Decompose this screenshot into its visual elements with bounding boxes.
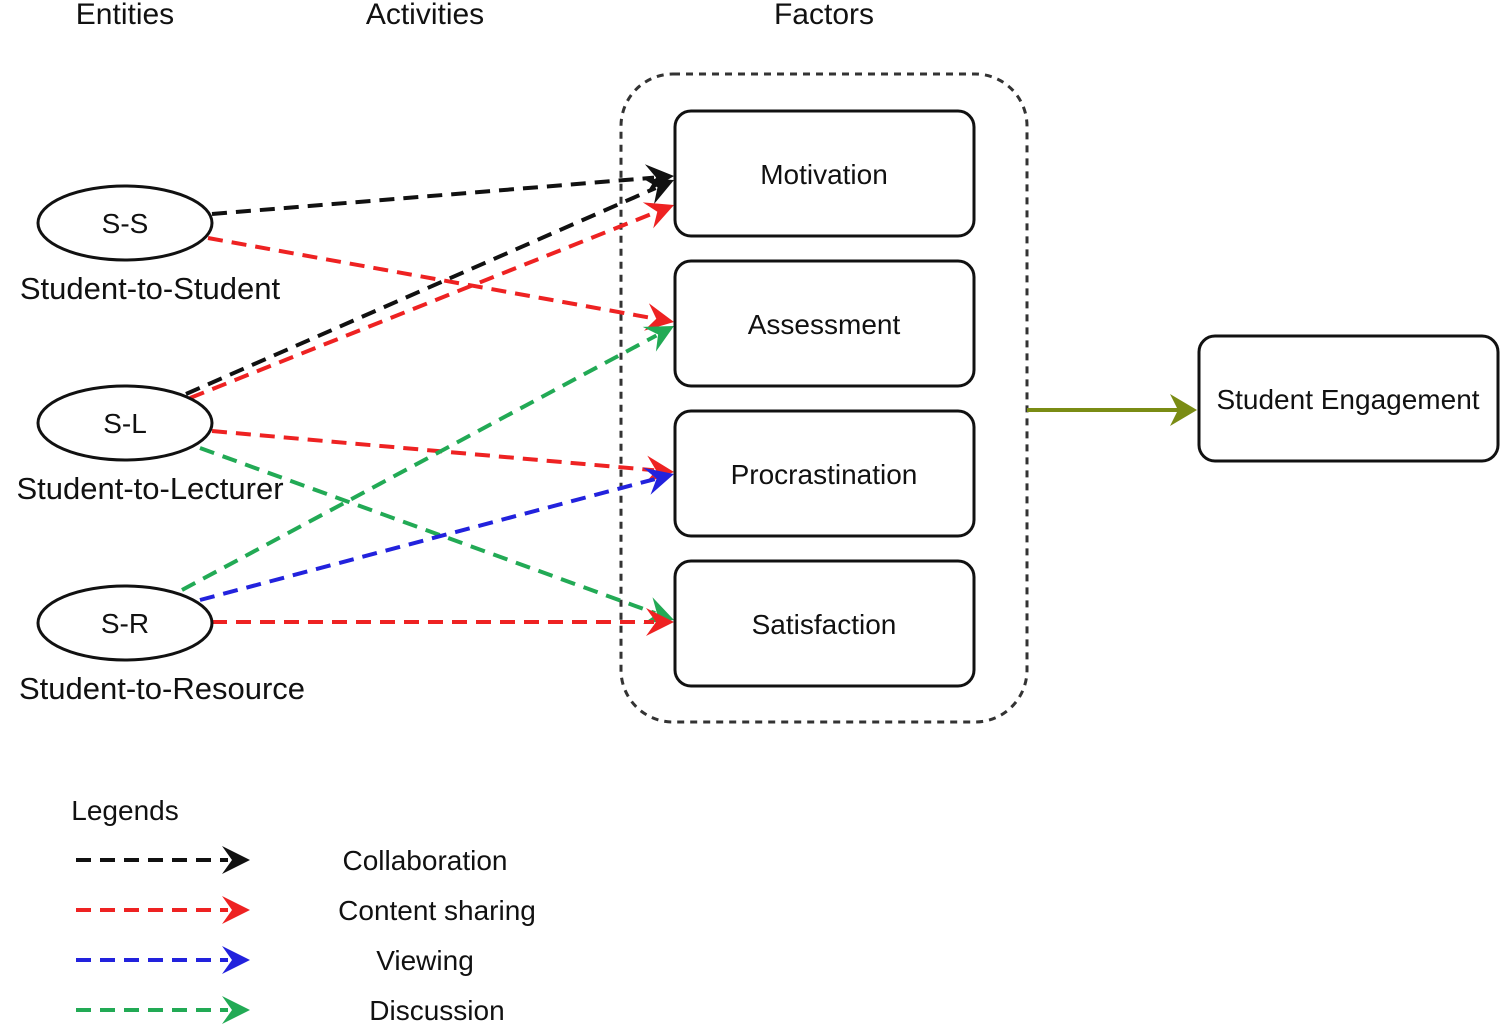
factor-satisfaction: Satisfaction	[673, 559, 976, 688]
connection-sr-assessment-discussion	[181, 333, 658, 592]
factor-satisfaction-box	[673, 559, 976, 688]
arrowhead-ss-motivation-collaboration	[644, 164, 674, 193]
entity-ss: S-S Student-to-Student	[20, 184, 281, 306]
outcome-student-engagement: Student Engagement	[1197, 334, 1500, 463]
entity-sr: S-R Student-to-Resource	[19, 584, 305, 706]
arrowhead-sl-satisfaction-discussion	[642, 597, 674, 624]
arrowhead-sr-assessment-discussion	[642, 326, 674, 352]
entity-sr-label: Student-to-Resource	[19, 671, 305, 706]
connection-sl-satisfaction-discussion	[199, 446, 656, 616]
connection-sl-motivation-content-sharing	[189, 210, 657, 400]
header-activities: Activities	[366, 0, 484, 31]
legend-label-viewing: Viewing	[376, 945, 474, 976]
factor-procrastination: Procrastination	[673, 409, 976, 538]
legend-label-content-sharing: Content sharing	[338, 895, 536, 926]
legend-label-discussion: Discussion	[369, 995, 504, 1026]
legend-title: Legends	[71, 795, 178, 826]
entity-sl-ellipse	[36, 384, 214, 462]
entity-sr-code: S-R	[101, 608, 149, 639]
outcome-arrowhead	[1170, 394, 1197, 426]
entity-ss-code: S-S	[102, 208, 149, 239]
connection-sl-procrastination-content-sharing	[211, 429, 655, 473]
factor-assessment-label: Assessment	[748, 309, 901, 340]
entity-ss-ellipse	[36, 184, 214, 262]
factor-motivation: Motivation	[673, 109, 976, 238]
arrowhead-sl-motivation-content-sharing	[642, 202, 674, 229]
arrowhead-sl-procrastination-content-sharing	[644, 455, 674, 484]
legend-arrowhead-viewing	[222, 946, 250, 974]
factor-satisfaction-label: Satisfaction	[752, 609, 897, 640]
legend-arrowhead-content-sharing	[222, 896, 250, 924]
factor-assessment: Assessment	[673, 259, 976, 388]
factor-motivation-box	[673, 109, 976, 238]
connection-ss-motivation-collaboration	[211, 175, 655, 216]
entity-sl-label: Student-to-Lecturer	[16, 471, 283, 506]
entity-ss-label: Student-to-Student	[20, 271, 281, 306]
connection-ss-assessment-content-sharing	[207, 236, 655, 321]
arrowhead-sl-motivation-collaboration	[642, 178, 674, 205]
connection-sr-procrastination-viewing	[199, 477, 656, 602]
arrowhead-sr-satisfaction-content-sharing	[646, 608, 674, 636]
legend-label-collaboration: Collaboration	[343, 845, 508, 876]
legend: Collaboration Content sharing Viewing Di…	[76, 845, 536, 1026]
factor-procrastination-label: Procrastination	[731, 459, 918, 490]
factor-procrastination-box	[673, 409, 976, 538]
outcome-label: Student Engagement	[1216, 384, 1479, 415]
legend-arrowhead-discussion	[222, 996, 250, 1024]
legend-arrowhead-collaboration	[222, 846, 250, 874]
factor-motivation-label: Motivation	[760, 159, 888, 190]
factors-group	[619, 72, 1029, 724]
arrowhead-sr-procrastination-viewing	[643, 467, 674, 495]
entity-sr-ellipse	[36, 584, 214, 662]
connection-sl-motivation-collaboration	[185, 186, 657, 396]
factor-assessment-box	[673, 259, 976, 388]
connections-layer	[181, 164, 674, 636]
header-factors: Factors	[774, 0, 874, 31]
outcome-box	[1197, 334, 1500, 463]
arrowhead-ss-assessment-content-sharing	[644, 303, 674, 331]
entity-sl-code: S-L	[103, 408, 147, 439]
header-entities: Entities	[76, 0, 174, 31]
entity-sl: S-L Student-to-Lecturer	[16, 384, 284, 506]
